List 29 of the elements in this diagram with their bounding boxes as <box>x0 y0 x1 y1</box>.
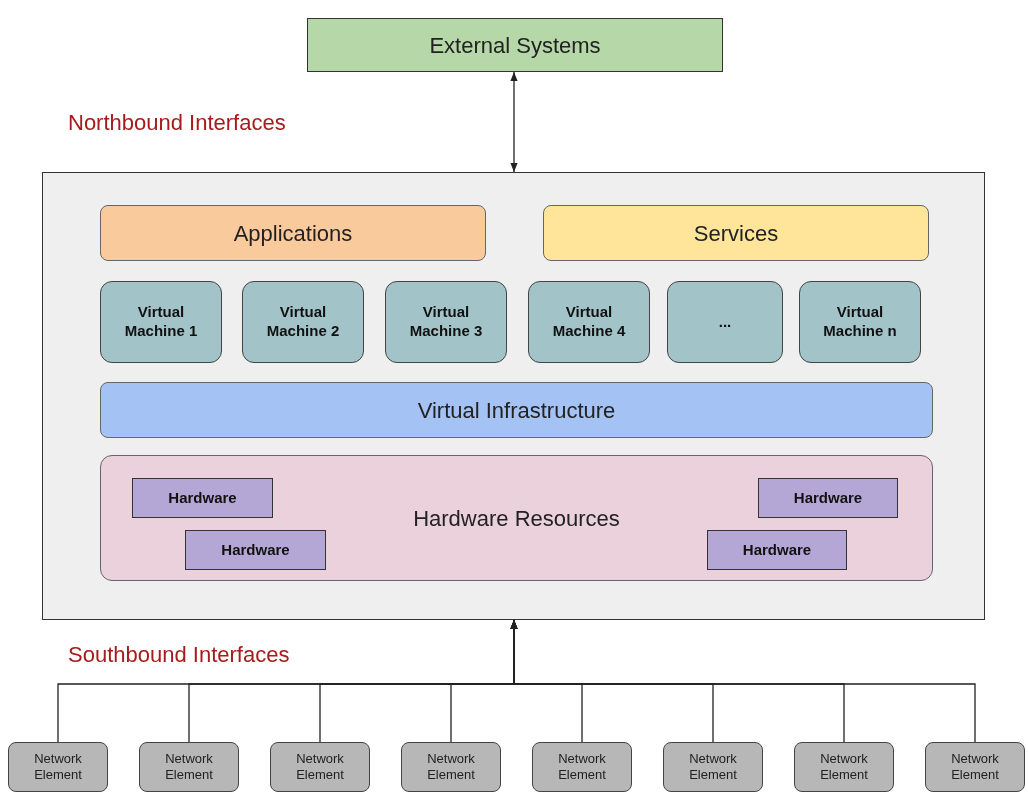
network-element-box: Network Element <box>663 742 763 792</box>
hardware-box: Hardware <box>758 478 898 518</box>
virtual-machine-box: Virtual Machine 2 <box>242 281 364 363</box>
platform-panel <box>42 172 985 620</box>
hardware-box: Hardware <box>707 530 847 570</box>
interface-label: Southbound Interfaces <box>68 641 290 669</box>
network-element-box: Network Element <box>8 742 108 792</box>
network-element-box: Network Element <box>270 742 370 792</box>
applications-bar: Applications <box>100 205 486 261</box>
network-element-box: Network Element <box>139 742 239 792</box>
interface-label: Northbound Interfaces <box>68 109 286 137</box>
virtual-machine-box: Virtual Machine n <box>799 281 921 363</box>
connector-arrow <box>510 71 518 173</box>
network-element-box: Network Element <box>925 742 1025 792</box>
external-system-box: External Systems <box>307 18 723 72</box>
virtual-machine-box: Virtual Machine 4 <box>528 281 650 363</box>
virtual-machine-box: ... <box>667 281 783 363</box>
virtual-infrastructure-bar: Virtual Infrastructure <box>100 382 933 438</box>
virtual-machine-box: Virtual Machine 3 <box>385 281 507 363</box>
services-bar: Services <box>543 205 929 261</box>
network-element-box: Network Element <box>401 742 501 792</box>
network-element-box: Network Element <box>794 742 894 792</box>
hardware-box: Hardware <box>132 478 273 518</box>
panel-title: Hardware Resources <box>413 504 620 533</box>
hardware-box: Hardware <box>185 530 326 570</box>
hardware-resources-panel <box>100 455 933 581</box>
virtual-machine-box: Virtual Machine 1 <box>100 281 222 363</box>
connector-arrow <box>510 619 976 743</box>
network-element-box: Network Element <box>532 742 632 792</box>
